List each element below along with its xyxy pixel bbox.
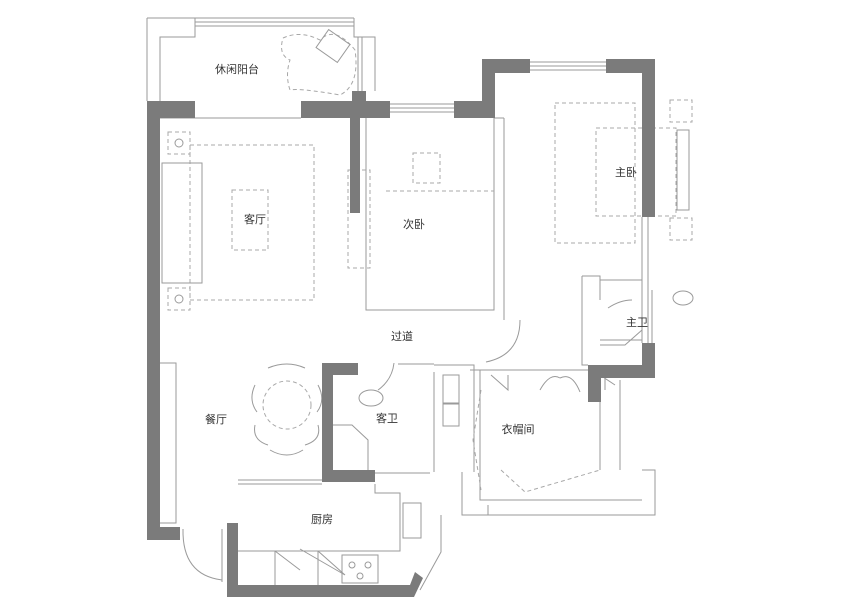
room-label-corridor: 过道 — [391, 329, 413, 343]
room-label-living: 客厅 — [244, 212, 266, 226]
room-label-second-bedroom: 次卧 — [403, 217, 425, 231]
walls — [147, 59, 655, 597]
room-label-dining: 餐厅 — [205, 412, 227, 426]
room-label-kitchen: 厨房 — [311, 513, 333, 526]
room-label-guest-bath: 客卫 — [376, 411, 398, 425]
room-label-master-bedroom: 主卧 — [615, 166, 637, 179]
room-label-walk-in-closet: 衣帽间 — [502, 422, 535, 436]
thin-outlines — [146, 17, 656, 591]
room-label-balcony: 休闲阳台 — [215, 62, 259, 76]
room-label-master-bath: 主卫 — [626, 316, 648, 329]
furniture — [161, 28, 694, 584]
room-labels: 休闲阳台 客厅 次卧 主卧 主卫 过道 餐厅 客卫 衣帽间 厨房 — [205, 62, 648, 526]
